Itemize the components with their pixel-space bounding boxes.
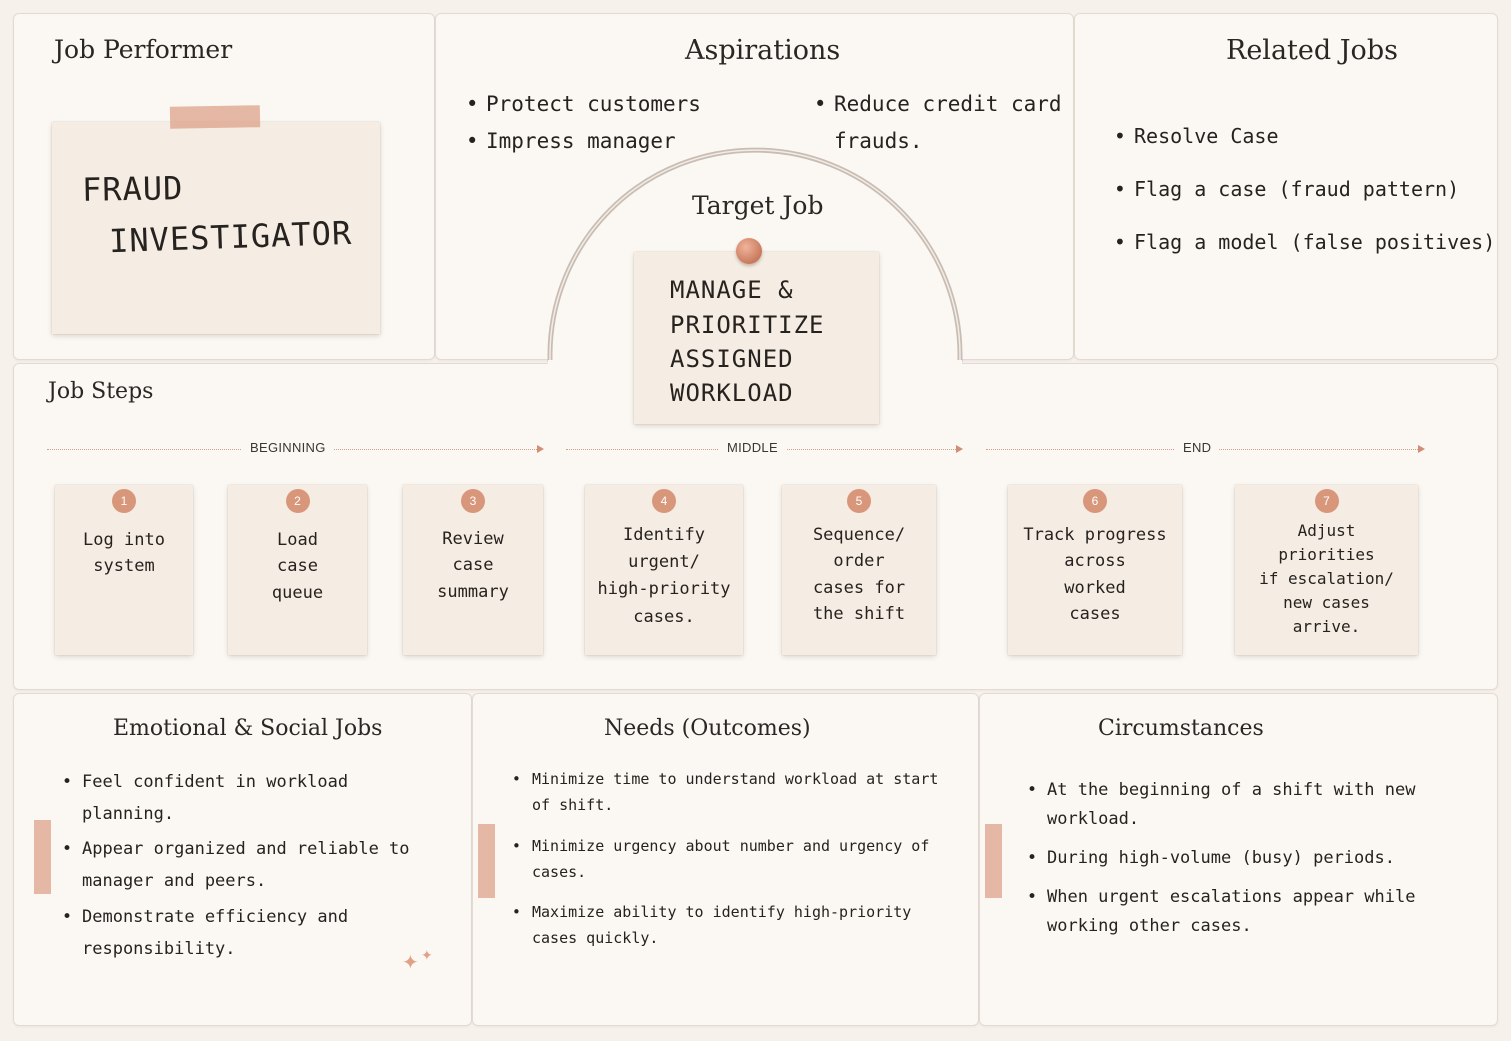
job-performer-title: Job Performer: [54, 35, 233, 64]
circumstances-item: At the beginning of a shift with new wor…: [1025, 776, 1470, 834]
emotional-social-item: Demonstrate efficiency and responsibilit…: [60, 901, 445, 966]
target-job-note: MANAGE & PRIORITIZE ASSIGNED WORKLOAD: [634, 252, 879, 424]
tape-strip: [34, 820, 51, 894]
related-job-item: Flag a case (fraud pattern): [1112, 175, 1495, 203]
job-performer-line1: FRAUD: [81, 169, 184, 209]
step-number: 4: [652, 489, 676, 513]
tape-strip: [478, 824, 495, 898]
phase-label-end: END: [1175, 440, 1220, 455]
target-job-title: Target Job: [692, 191, 824, 220]
sparkle-icon: ✦: [421, 948, 433, 964]
step-card-3: 3 Review case summary: [403, 485, 543, 655]
step-card-7: 7 Adjust priorities if escalation/ new c…: [1235, 485, 1418, 655]
step-text: Review case summary: [437, 529, 509, 602]
circumstances-item: When urgent escalations appear while wor…: [1025, 883, 1470, 941]
arrow-right-icon: [1418, 445, 1425, 453]
job-performer-note: FRAUD INVESTIGATOR: [52, 122, 380, 334]
step-number: 7: [1314, 489, 1339, 513]
step-card-1: 1 Log into system: [55, 485, 193, 655]
related-jobs-list: Resolve Case Flag a case (fraud pattern)…: [1112, 122, 1495, 256]
circumstances-list: At the beginning of a shift with new wor…: [1025, 776, 1470, 940]
step-card-5: 5 Sequence/ order cases for the shift: [782, 485, 936, 655]
sparkle-icon: ✦: [402, 950, 419, 974]
step-number: 3: [461, 489, 485, 513]
step-card-4: 4 Identify urgent/ high-priority cases.: [585, 485, 743, 655]
phase-label-middle: MIDDLE: [719, 440, 786, 455]
step-number: 1: [112, 489, 136, 513]
tape-strip: [169, 105, 261, 129]
step-text: Adjust priorities if escalation/ new cas…: [1259, 521, 1394, 636]
circumstances-title: Circumstances: [1098, 716, 1264, 741]
step-number: 2: [285, 489, 310, 513]
step-text: Load case queue: [271, 530, 324, 603]
needs-list: Minimize time to understand workload at …: [510, 766, 960, 952]
emotional-social-list: Feel confident in workload planning. App…: [60, 766, 445, 966]
step-card-2: 2 Load case queue: [228, 485, 367, 655]
step-text: Log into system: [83, 530, 165, 577]
related-job-item: Flag a model (false positives): [1112, 228, 1495, 256]
job-performer-line2: INVESTIGATOR: [108, 213, 353, 261]
aspiration-item: Protect customers: [464, 86, 701, 123]
step-number: 6: [1083, 489, 1107, 513]
tape-strip: [985, 824, 1002, 898]
step-text: Track progress across worked cases: [1023, 525, 1167, 625]
target-job-line: MANAGE &: [670, 276, 794, 304]
related-jobs-title: Related Jobs: [1226, 35, 1398, 66]
arrow-right-icon: [537, 445, 544, 453]
job-steps-title: Job Steps: [48, 379, 154, 404]
circumstances-item: During high-volume (busy) periods.: [1025, 844, 1470, 873]
aspiration-item: Reduce credit card frauds.: [812, 86, 1062, 160]
needs-item: Minimize time to understand workload at …: [510, 766, 960, 819]
aspirations-left-list: Protect customers Impress manager: [464, 86, 701, 160]
step-card-6: 6 Track progress across worked cases: [1008, 485, 1182, 655]
push-pin-icon: [736, 238, 762, 264]
needs-item: Maximize ability to identify high-priori…: [510, 899, 960, 952]
target-job-line: PRIORITIZE: [670, 311, 825, 339]
step-number: 5: [847, 489, 871, 513]
aspiration-item: Impress manager: [464, 123, 701, 160]
arrow-right-icon: [956, 445, 963, 453]
emotional-social-item: Appear organized and reliable to manager…: [60, 833, 445, 898]
emotional-social-item: Feel confident in workload planning.: [60, 766, 445, 831]
emotional-social-title: Emotional & Social Jobs: [113, 716, 383, 741]
aspirations-right-list: Reduce credit card frauds.: [812, 86, 1062, 160]
target-job-line: WORKLOAD: [670, 379, 794, 407]
step-text: Sequence/ order cases for the shift: [812, 525, 906, 625]
needs-title: Needs (Outcomes): [604, 716, 811, 741]
phase-label-beginning: BEGINNING: [242, 440, 334, 455]
aspirations-title: Aspirations: [685, 35, 841, 66]
needs-item: Minimize urgency about number and urgenc…: [510, 833, 960, 886]
related-job-item: Resolve Case: [1112, 122, 1495, 150]
target-job-line: ASSIGNED: [670, 345, 794, 373]
step-text: Identify urgent/ high-priority cases.: [597, 525, 731, 627]
